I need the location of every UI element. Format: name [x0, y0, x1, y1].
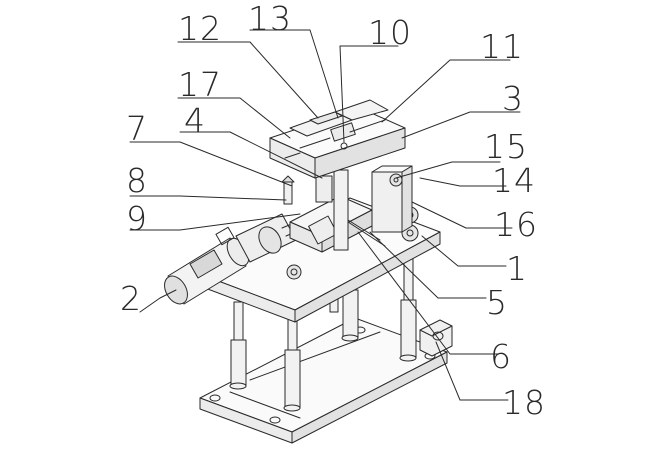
label-12: 12 [178, 9, 222, 48]
label-3: 3 [502, 79, 524, 118]
base-plate [199, 317, 448, 444]
leader-lines [129, 29, 521, 401]
label-2: 2 [120, 279, 142, 318]
top-plate [269, 99, 406, 179]
label-7: 7 [126, 109, 148, 148]
guide-posts [229, 249, 417, 412]
label-5: 5 [486, 283, 508, 322]
label-6: 6 [490, 337, 512, 376]
pneumatic-cylinder [164, 211, 325, 305]
label-1: 1 [506, 249, 528, 288]
label-14: 14 [492, 161, 536, 200]
label-17: 17 [178, 65, 222, 104]
label-11: 11 [480, 27, 524, 66]
label-18: 18 [502, 383, 546, 422]
label-4: 4 [184, 101, 206, 140]
label-13: 13 [248, 0, 292, 38]
label-10: 10 [368, 13, 412, 52]
label-16: 16 [494, 205, 538, 244]
label-9: 9 [126, 199, 148, 238]
label-15: 15 [484, 127, 528, 166]
label-8: 8 [126, 161, 148, 200]
clamp-block [419, 319, 453, 357]
